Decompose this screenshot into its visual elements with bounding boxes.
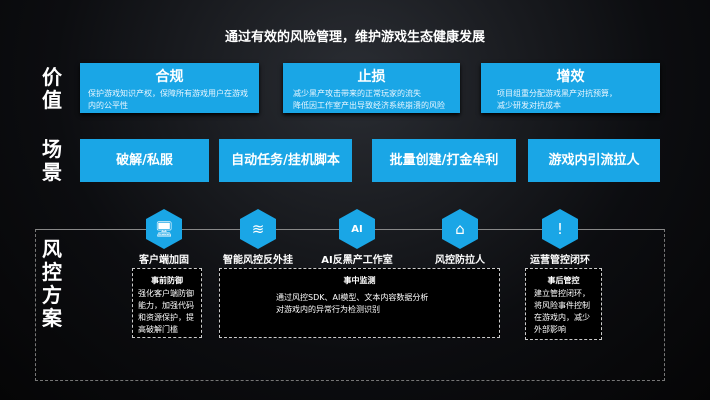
phase-heading: 事后管控 xyxy=(547,276,580,285)
row-label-value: 价值 xyxy=(42,65,62,112)
phase-box-before: 事前防御 强化客户端防御能力，加强代码和资源保护，提高破解门槛 xyxy=(132,268,202,338)
row-label-plan: 风控方案 xyxy=(42,237,62,330)
page-title: 通过有效的风险管理，维护游戏生态健康发展 xyxy=(224,30,485,45)
solution-label: 智能风控反外挂 xyxy=(223,255,293,266)
phase-box-during: 事中监测 通过风控SDK、AI模型、文本内容数据分析 对游戏内的异常行为检测识别 xyxy=(219,268,500,338)
solution-label: 客户端加固 xyxy=(139,255,189,266)
monitor-icon: 🖥 xyxy=(146,209,182,249)
value-heading: 增效 xyxy=(556,69,585,85)
phase-desc: 建立管控闭环，将风险事件控制在游戏内，减少外部影响 xyxy=(534,289,590,334)
solution-label: AI反黑产工作室 xyxy=(321,255,393,266)
row-label-scene: 场景 xyxy=(42,137,62,184)
value-desc: 项目组重分配游戏黑产对抗预算， 减少研发对抗成本 xyxy=(497,89,617,110)
phase-heading: 事中监测 xyxy=(343,276,376,285)
ai-head-icon: AI xyxy=(339,209,375,249)
alert-loop-icon: ! xyxy=(542,209,578,249)
value-desc: 减少黑产攻击带来的正常玩家的流失 降低因工作室产出导致经济系统崩溃的风险 xyxy=(293,89,445,110)
scene-card: 破解/私服 xyxy=(80,139,209,182)
phase-heading: 事前防御 xyxy=(151,276,183,285)
phase-desc: 通过风控SDK、AI模型、文本内容数据分析 对游戏内的异常行为检测识别 xyxy=(276,293,429,314)
value-desc: 保护游戏知识产权，保障所有游戏用户在游戏内的公平性 xyxy=(88,89,248,110)
scene-card: 批量创建/打金牟利 xyxy=(372,139,516,182)
solution-label: 风控防拉人 xyxy=(435,255,485,266)
phase-desc: 强化客户端防御能力，加强代码和资源保护，提高破解门槛 xyxy=(138,289,194,334)
scene-card: 自动任务/挂机脚本 xyxy=(219,139,352,182)
phase-box-after: 事后管控 建立管控闭环，将风险事件控制在游戏内，减少外部影响 xyxy=(525,268,602,340)
value-card-compliance: 合规 保护游戏知识产权，保障所有游戏用户在游戏内的公平性 xyxy=(80,63,259,113)
value-heading: 合规 xyxy=(155,69,184,85)
layers-icon: ≋ xyxy=(240,209,276,249)
value-card-efficiency: 增效 项目组重分配游戏黑产对抗预算， 减少研发对抗成本 xyxy=(481,63,660,113)
scene-card: 游戏内引流拉人 xyxy=(528,139,660,182)
value-card-loss: 止损 减少黑产攻击带来的正常玩家的流失 降低因工作室产出导致经济系统崩溃的风险 xyxy=(283,63,460,113)
value-heading: 止损 xyxy=(357,69,386,85)
store-icon: ⌂ xyxy=(442,209,478,249)
solution-label: 运营管控闭环 xyxy=(530,255,590,266)
